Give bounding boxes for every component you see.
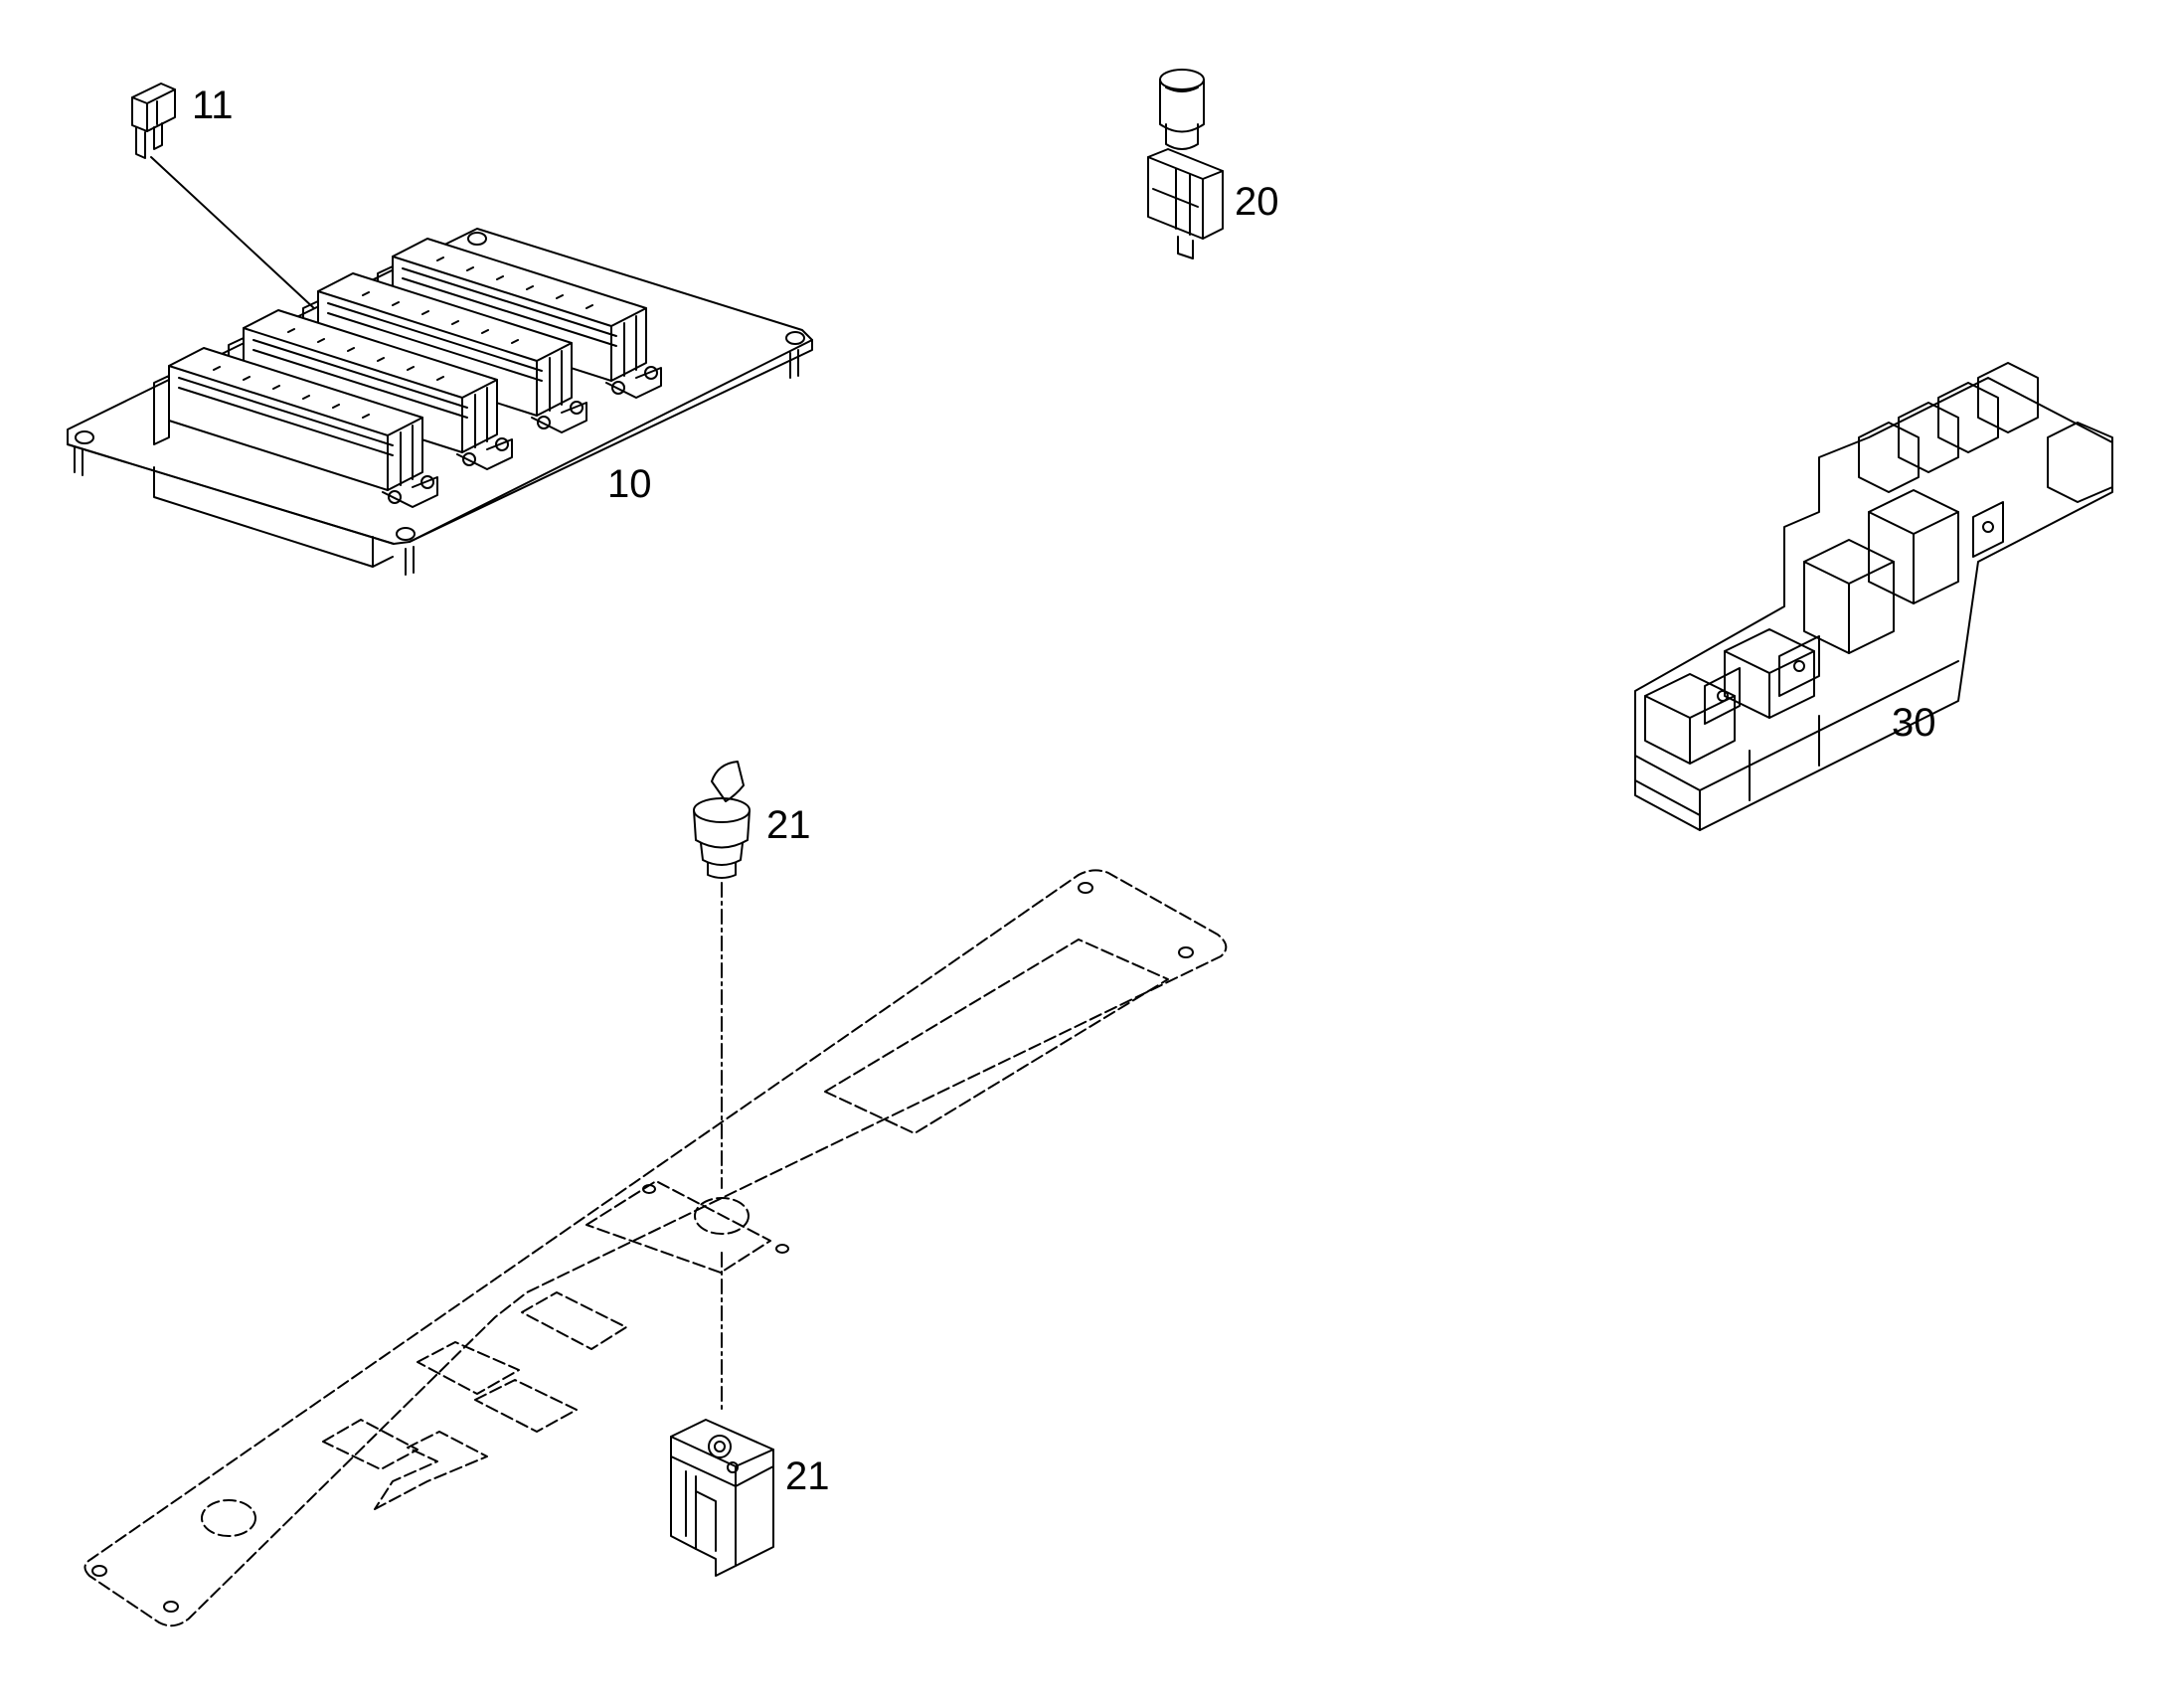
callout-20-label: 20 [1235,180,1279,224]
pushbutton-part [1147,69,1224,259]
callout-21-top-label: 21 [766,803,811,847]
relay-block-part [1634,362,2113,831]
callout-10-label: 10 [607,462,652,506]
plate-holes [91,882,1194,1613]
fuse-part [131,83,317,311]
selector-switch-part [693,761,751,1413]
mounting-plate [84,869,1228,1627]
circuit-board-part [67,228,813,576]
callout-21-bottom-label: 21 [785,1454,830,1498]
callout-11-label: 11 [192,84,234,127]
callout-30-label: 30 [1892,701,1936,745]
contact-block-part [670,1419,774,1577]
